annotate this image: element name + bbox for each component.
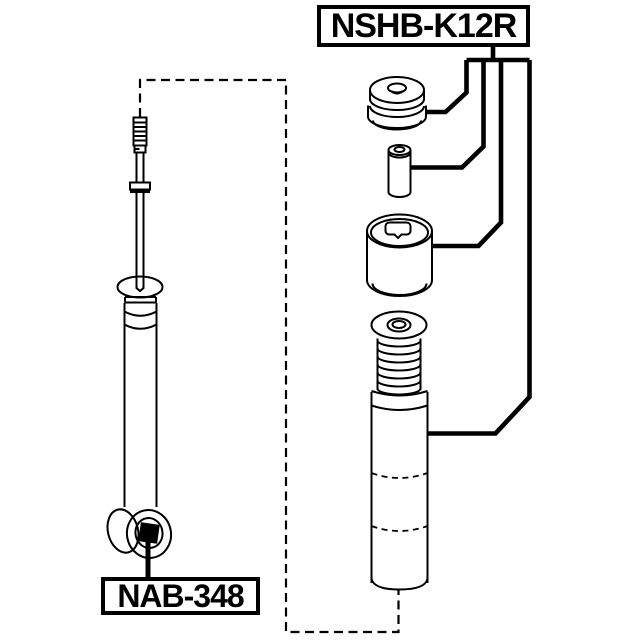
nshb-leader-lines [411,46,532,436]
part-label-nab-348-text: NAB-348 [117,577,244,614]
shock-piston-rod [129,116,151,278]
dashed-boundary [138,78,400,634]
strut-mount-bushing-drawing [367,76,427,131]
part-label-nshb-k12r: NSHB-K12R [317,5,530,47]
spacer-sleeve-drawing [387,144,412,198]
part-label-nab-348: NAB-348 [101,577,260,615]
part-label-nshb-k12r-text: NSHB-K12R [330,6,518,45]
shock-eye-ring [106,508,173,559]
cylindrical-bushing-drawing [366,213,433,297]
eye-bushing-core [138,522,160,544]
dust-boot-drawing [370,310,429,591]
shock-body [116,275,164,507]
shock-absorber-drawing [106,116,173,578]
